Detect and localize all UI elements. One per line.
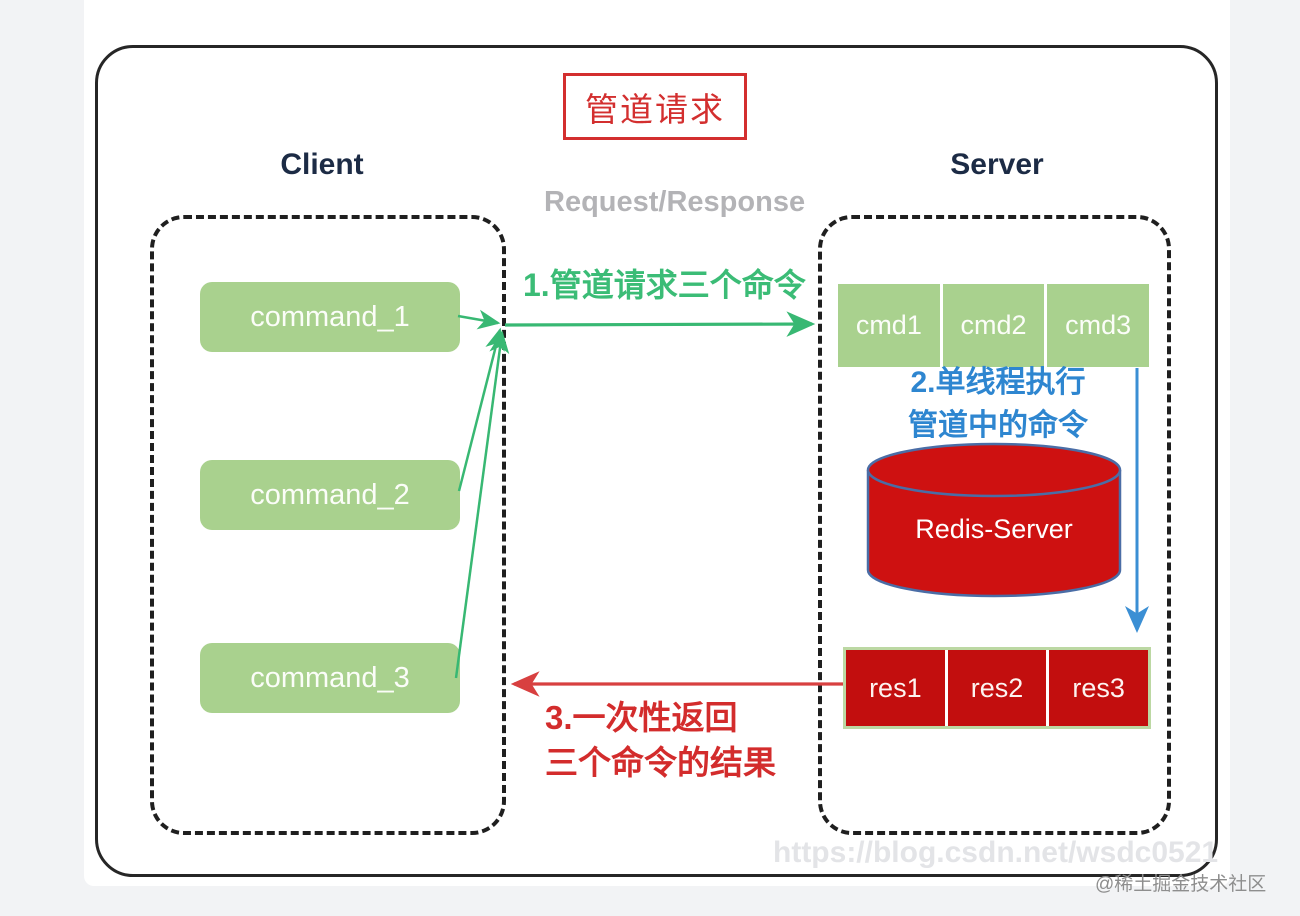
redis-server-label: Redis-Server — [915, 514, 1073, 544]
server-dashed-container — [818, 215, 1171, 835]
server-cmd-queue: cmd1 cmd2 cmd3 — [838, 284, 1149, 367]
command-3-label: command_3 — [250, 661, 410, 694]
diagram-title-box: 管道请求 — [563, 73, 747, 140]
res2-cell: res2 — [947, 650, 1047, 726]
redis-server-cylinder: Redis-Server — [861, 442, 1127, 602]
content-card — [84, 0, 1230, 886]
client-label: Client — [280, 148, 364, 181]
command-1-label: command_1 — [250, 300, 410, 333]
res3-cell: res3 — [1049, 650, 1149, 726]
step1-annotation: 1.管道请求三个命令 — [523, 267, 806, 303]
diagram-outer-frame — [95, 45, 1218, 877]
cmd1-cell: cmd1 — [855, 310, 922, 340]
command-1-box: command_1 — [200, 282, 460, 352]
step3-line2: 三个命令的结果 — [545, 744, 776, 781]
step3-annotation: 3.一次性返回 三个命令的结果 — [545, 695, 776, 785]
step3-line1: 3.一次性返回 — [545, 699, 738, 736]
server-label: Server — [950, 148, 1044, 181]
cmd3-cell: cmd3 — [1044, 284, 1149, 367]
res1-cell: res1 — [846, 650, 945, 726]
client-dashed-container — [150, 215, 506, 835]
command-2-label: command_2 — [250, 478, 410, 511]
command-2-box: command_2 — [200, 460, 460, 530]
juejin-watermark: @稀土掘金技术社区 — [1095, 874, 1267, 895]
step2-line1: 2.单线程执行 — [910, 366, 1086, 399]
database-cylinder-icon — [866, 442, 1122, 598]
server-result-queue: res1 res2 res3 — [843, 647, 1151, 729]
csdn-watermark: https://blog.csdn.net/wsdc0521 — [773, 836, 1219, 869]
diagram-title: 管道请求 — [585, 90, 725, 128]
step2-annotation: 2.单线程执行 管道中的命令 — [878, 361, 1118, 447]
request-response-label: Request/Response — [544, 186, 806, 218]
step2-line2: 管道中的命令 — [908, 409, 1088, 442]
command-3-box: command_3 — [200, 643, 460, 713]
cmd2-cell: cmd2 — [939, 284, 1045, 367]
